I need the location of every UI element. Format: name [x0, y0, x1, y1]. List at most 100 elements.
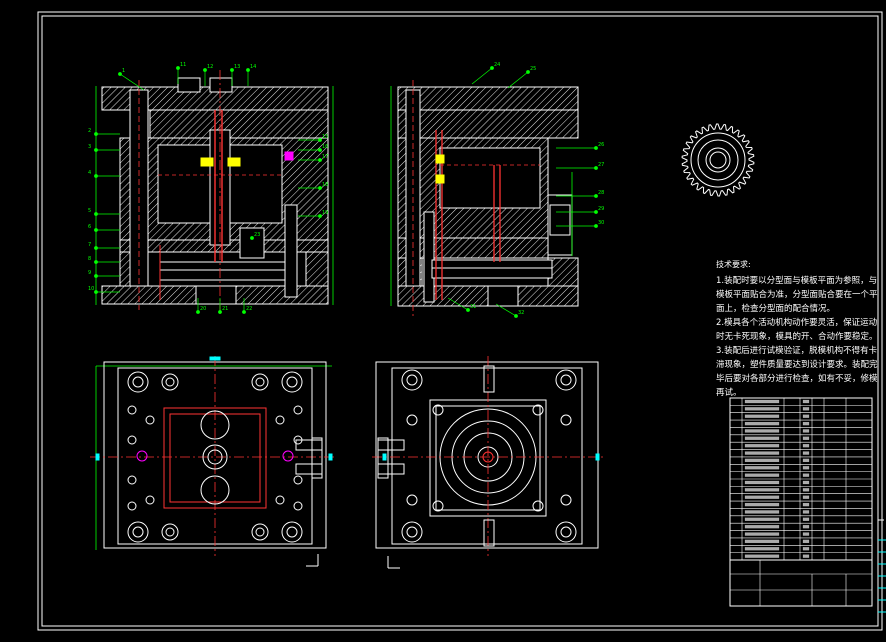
balloon-label: 12	[207, 64, 213, 70]
leader-dot	[196, 310, 200, 314]
balloon-label: 13	[234, 64, 240, 70]
technical-notes-heading: 技术要求:	[716, 260, 751, 269]
screw-head	[251, 373, 269, 391]
core-insert	[439, 147, 541, 209]
balloon-label: 24	[494, 62, 500, 68]
balloon-label: 1	[122, 68, 125, 74]
guide-bore	[286, 376, 298, 388]
screw-bore	[165, 527, 175, 537]
guide-bushing	[281, 371, 303, 393]
guide-bushing	[127, 521, 149, 543]
screw-hole	[532, 404, 544, 416]
cavity-plate	[149, 109, 329, 139]
table-cell-text	[802, 436, 810, 440]
balloon-label: 31	[470, 304, 476, 310]
drawing-frame	[37, 11, 886, 631]
leader-dot	[203, 68, 207, 72]
balloon-label: 8	[88, 256, 91, 262]
leader-dot	[594, 166, 598, 170]
leader-dot	[250, 236, 254, 240]
leader-dot	[176, 66, 180, 70]
balloon-label: 4	[88, 170, 91, 176]
leader-dot	[94, 148, 98, 152]
guide-bushing	[555, 521, 577, 543]
table-cell-text	[744, 466, 780, 470]
puller	[239, 227, 265, 259]
table-cell-text	[744, 436, 780, 440]
balloon-label: 30	[598, 220, 604, 226]
balloon-label: 25	[530, 66, 536, 72]
leader-dot	[594, 224, 598, 228]
top-clamp-plate	[397, 86, 579, 111]
sprue-inner	[207, 449, 223, 465]
guide-bore	[406, 374, 418, 386]
balloon-label: 28	[598, 190, 604, 196]
runner-pad	[200, 410, 230, 440]
spacer-right	[305, 251, 329, 287]
inner-border	[41, 15, 879, 627]
axis-mark	[209, 356, 221, 361]
leader-dot	[514, 314, 518, 318]
axis-mark	[95, 453, 100, 461]
table-cell-text	[802, 458, 810, 463]
table-cell-text	[744, 399, 780, 404]
table-cell-text	[802, 414, 810, 418]
gear-bore	[705, 147, 731, 173]
gear-inner	[709, 151, 727, 169]
balloon-label: 15	[322, 134, 328, 140]
table-cell-text	[744, 407, 780, 411]
guide-bushing	[401, 521, 423, 543]
balloon-label: 5	[88, 208, 91, 214]
table-cell-text	[744, 458, 780, 463]
table-cell-text	[744, 547, 780, 551]
balloon-label: 3	[88, 144, 91, 150]
locating-ring	[177, 77, 201, 93]
table-cell-text	[744, 488, 780, 492]
table-cell-text	[744, 480, 780, 485]
gate-part	[435, 154, 445, 164]
leader-dot	[594, 146, 598, 150]
table-cell-text	[802, 495, 810, 499]
axis-mark	[382, 453, 387, 461]
table-cell-text	[744, 421, 780, 426]
leader-line	[495, 303, 517, 317]
balloon-label: 7	[88, 242, 91, 248]
knockout-hole	[195, 285, 237, 305]
screw-hole	[127, 405, 137, 415]
technical-note-3: 3.装配后进行试模验证，脱模机构不得有卡滞现象，塑件质量要达到设计要求。装配完毕…	[716, 346, 878, 398]
leader-dot	[490, 66, 494, 70]
leader-dot	[318, 148, 322, 152]
table-cell-text	[802, 451, 810, 455]
table-cell-text	[744, 554, 780, 558]
screw-head	[161, 523, 179, 541]
table-cell-text	[744, 532, 780, 536]
leader-dot	[94, 290, 98, 294]
table-cell-text	[802, 539, 810, 544]
screw-hole	[432, 500, 444, 512]
screw-hole	[275, 415, 285, 425]
guide-bushing	[401, 369, 423, 391]
gate-part	[200, 157, 214, 167]
table-cell-text	[744, 444, 780, 448]
guide-bore	[560, 374, 572, 386]
balloon-label: 27	[598, 162, 604, 168]
balloon-label: 20	[200, 306, 206, 312]
screw-head	[161, 373, 179, 391]
balloon-label: 14	[250, 64, 256, 70]
guide-bushing	[127, 371, 149, 393]
balloon-label: 29	[598, 206, 604, 212]
screw-hole	[275, 495, 285, 505]
support-pin	[483, 519, 495, 547]
guide-bore	[406, 526, 418, 538]
table-cell-text	[802, 517, 810, 521]
ejector-plate	[431, 267, 553, 279]
screw-hole	[127, 475, 137, 485]
table-cell-text	[744, 539, 780, 544]
water-fitting	[377, 463, 405, 475]
screw-hole	[406, 494, 418, 506]
leader-dot	[318, 138, 322, 142]
cooling-marker	[136, 450, 148, 462]
balloon-label: 17	[322, 154, 328, 160]
support-pin	[483, 365, 495, 393]
plan-view-moving-half	[372, 356, 604, 569]
